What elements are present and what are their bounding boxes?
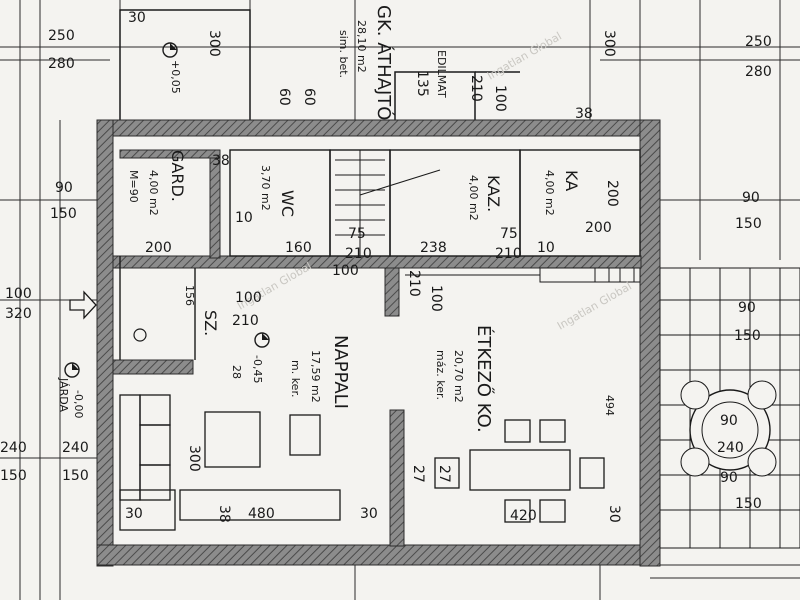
dim-150-table: 150 (735, 496, 762, 512)
living-furniture (119, 394, 341, 531)
dim-100-szk: 100 (235, 290, 262, 306)
dim-30-mid: 30 (360, 506, 378, 522)
dim-60-a: 60 (276, 88, 292, 106)
dim-240-table: 240 (717, 440, 744, 456)
dim-210-szk: 210 (232, 313, 259, 329)
terrace-table (680, 380, 777, 477)
dim-90-terrace: 90 (738, 300, 756, 316)
dim-160: 160 (285, 240, 312, 256)
dim-75-b: 75 (500, 226, 518, 242)
dim-135: 135 (414, 70, 430, 97)
dim-30-right: 30 (606, 505, 622, 523)
dim-240-far: 240 (0, 440, 27, 456)
room-wc-name: WC (278, 190, 297, 217)
dim-280-left: 280 (48, 56, 75, 72)
dim-90-table-b: 90 (720, 470, 738, 486)
dim-250-left: 250 (48, 28, 75, 44)
dim-27-b: 27 (436, 465, 452, 483)
dim-280-right: 280 (745, 64, 772, 80)
dim-28: 28 (230, 365, 243, 379)
dim-210-hall: 210 (406, 270, 422, 297)
dim-38-bottom: 38 (216, 505, 232, 523)
dim-494: 494 (603, 395, 616, 416)
dim-420: 420 (510, 508, 537, 524)
room-gk-floor: sim. bet. (337, 30, 350, 78)
dim-27-a: 27 (410, 465, 426, 483)
room-ka-area: 4,00 m2 (543, 170, 556, 216)
level-jarda-label: JÁRDA (57, 377, 70, 412)
room-wc-area: 3,70 m2 (259, 165, 272, 211)
dim-320-entry: 320 (5, 306, 32, 322)
level-inner: -0,45 (251, 355, 264, 383)
dim-240-near: 240 (62, 440, 89, 456)
room-gk-name: GK. ÁTHAJTÓ (373, 5, 395, 120)
dim-90-right: 90 (742, 190, 760, 206)
room-gk-area: 28,10 m2 (355, 20, 368, 73)
dim-90-table: 90 (720, 413, 738, 429)
dim-100-hall-b: 100 (428, 285, 444, 312)
dim-150-terrace: 150 (734, 328, 761, 344)
dim-edilmat: EDILMAT (435, 50, 448, 98)
dim-300-nappali: 300 (186, 445, 202, 472)
room-gard-name: GARD. (168, 150, 187, 202)
staircase (335, 150, 441, 256)
entry-arrow (69, 290, 97, 320)
dim-200-bottom: 200 (145, 240, 172, 256)
dim-38-right: 38 (575, 106, 593, 122)
dim-60-b: 60 (301, 88, 317, 106)
room-nappali-area: 17,59 m2 (309, 350, 322, 403)
room-gard-extra: M=90 (127, 170, 140, 203)
dim-200-ka: 200 (585, 220, 612, 236)
dim-200-right: 200 (604, 180, 620, 207)
dim-38-wc: 38 (212, 153, 230, 169)
dim-10-wc: 10 (235, 210, 253, 226)
kitchen-counter (405, 267, 641, 283)
dim-238: 238 (420, 240, 447, 256)
room-kaz-name: KAZ. (484, 175, 503, 212)
room-nappali-name: NAPPALI (330, 335, 351, 409)
dim-100-hall: 100 (332, 263, 359, 279)
dim-300-upper: 300 (206, 30, 222, 57)
dining-set (434, 419, 605, 523)
room-etkezo-area: 20,70 m2 (452, 350, 465, 403)
dim-250-right: 250 (745, 34, 772, 50)
dim-90-left: 90 (55, 180, 73, 196)
dim-75-a: 75 (348, 226, 366, 242)
room-kaz-area: 4,00 m2 (467, 175, 480, 221)
dim-100-top: 100 (492, 85, 508, 112)
dim-210-kaz: 210 (495, 246, 522, 262)
room-nappali-floor: m. ker. (289, 360, 302, 397)
level-jarda-value: -0,00 (72, 390, 85, 418)
dim-480: 480 (248, 506, 275, 522)
dim-30-left: 30 (125, 506, 143, 522)
dim-150-near: 150 (62, 468, 89, 484)
dim-156: 156 (183, 285, 196, 306)
dim-210-stair: 210 (345, 246, 372, 262)
dim-30-top: 30 (128, 10, 146, 26)
room-szk-name: SZ. (201, 310, 220, 336)
dim-150-right: 150 (735, 216, 762, 232)
room-gard-area: 4,00 m2 (147, 170, 160, 216)
dim-150-left: 150 (50, 206, 77, 222)
room-etkezo-floor: máz. ker. (434, 350, 447, 400)
dim-300-upper-right: 300 (601, 30, 617, 57)
level-upper: +0,05 (169, 60, 182, 94)
dim-150-far: 150 (0, 468, 27, 484)
level-markers (64, 42, 270, 378)
dim-10-ka: 10 (537, 240, 555, 256)
room-ka-name: KA (562, 170, 581, 191)
dim-210-top: 210 (468, 75, 484, 102)
dim-100-entry: 100 (5, 286, 32, 302)
room-etkezo-name: ÉTKEZŐ KO. (473, 325, 495, 433)
